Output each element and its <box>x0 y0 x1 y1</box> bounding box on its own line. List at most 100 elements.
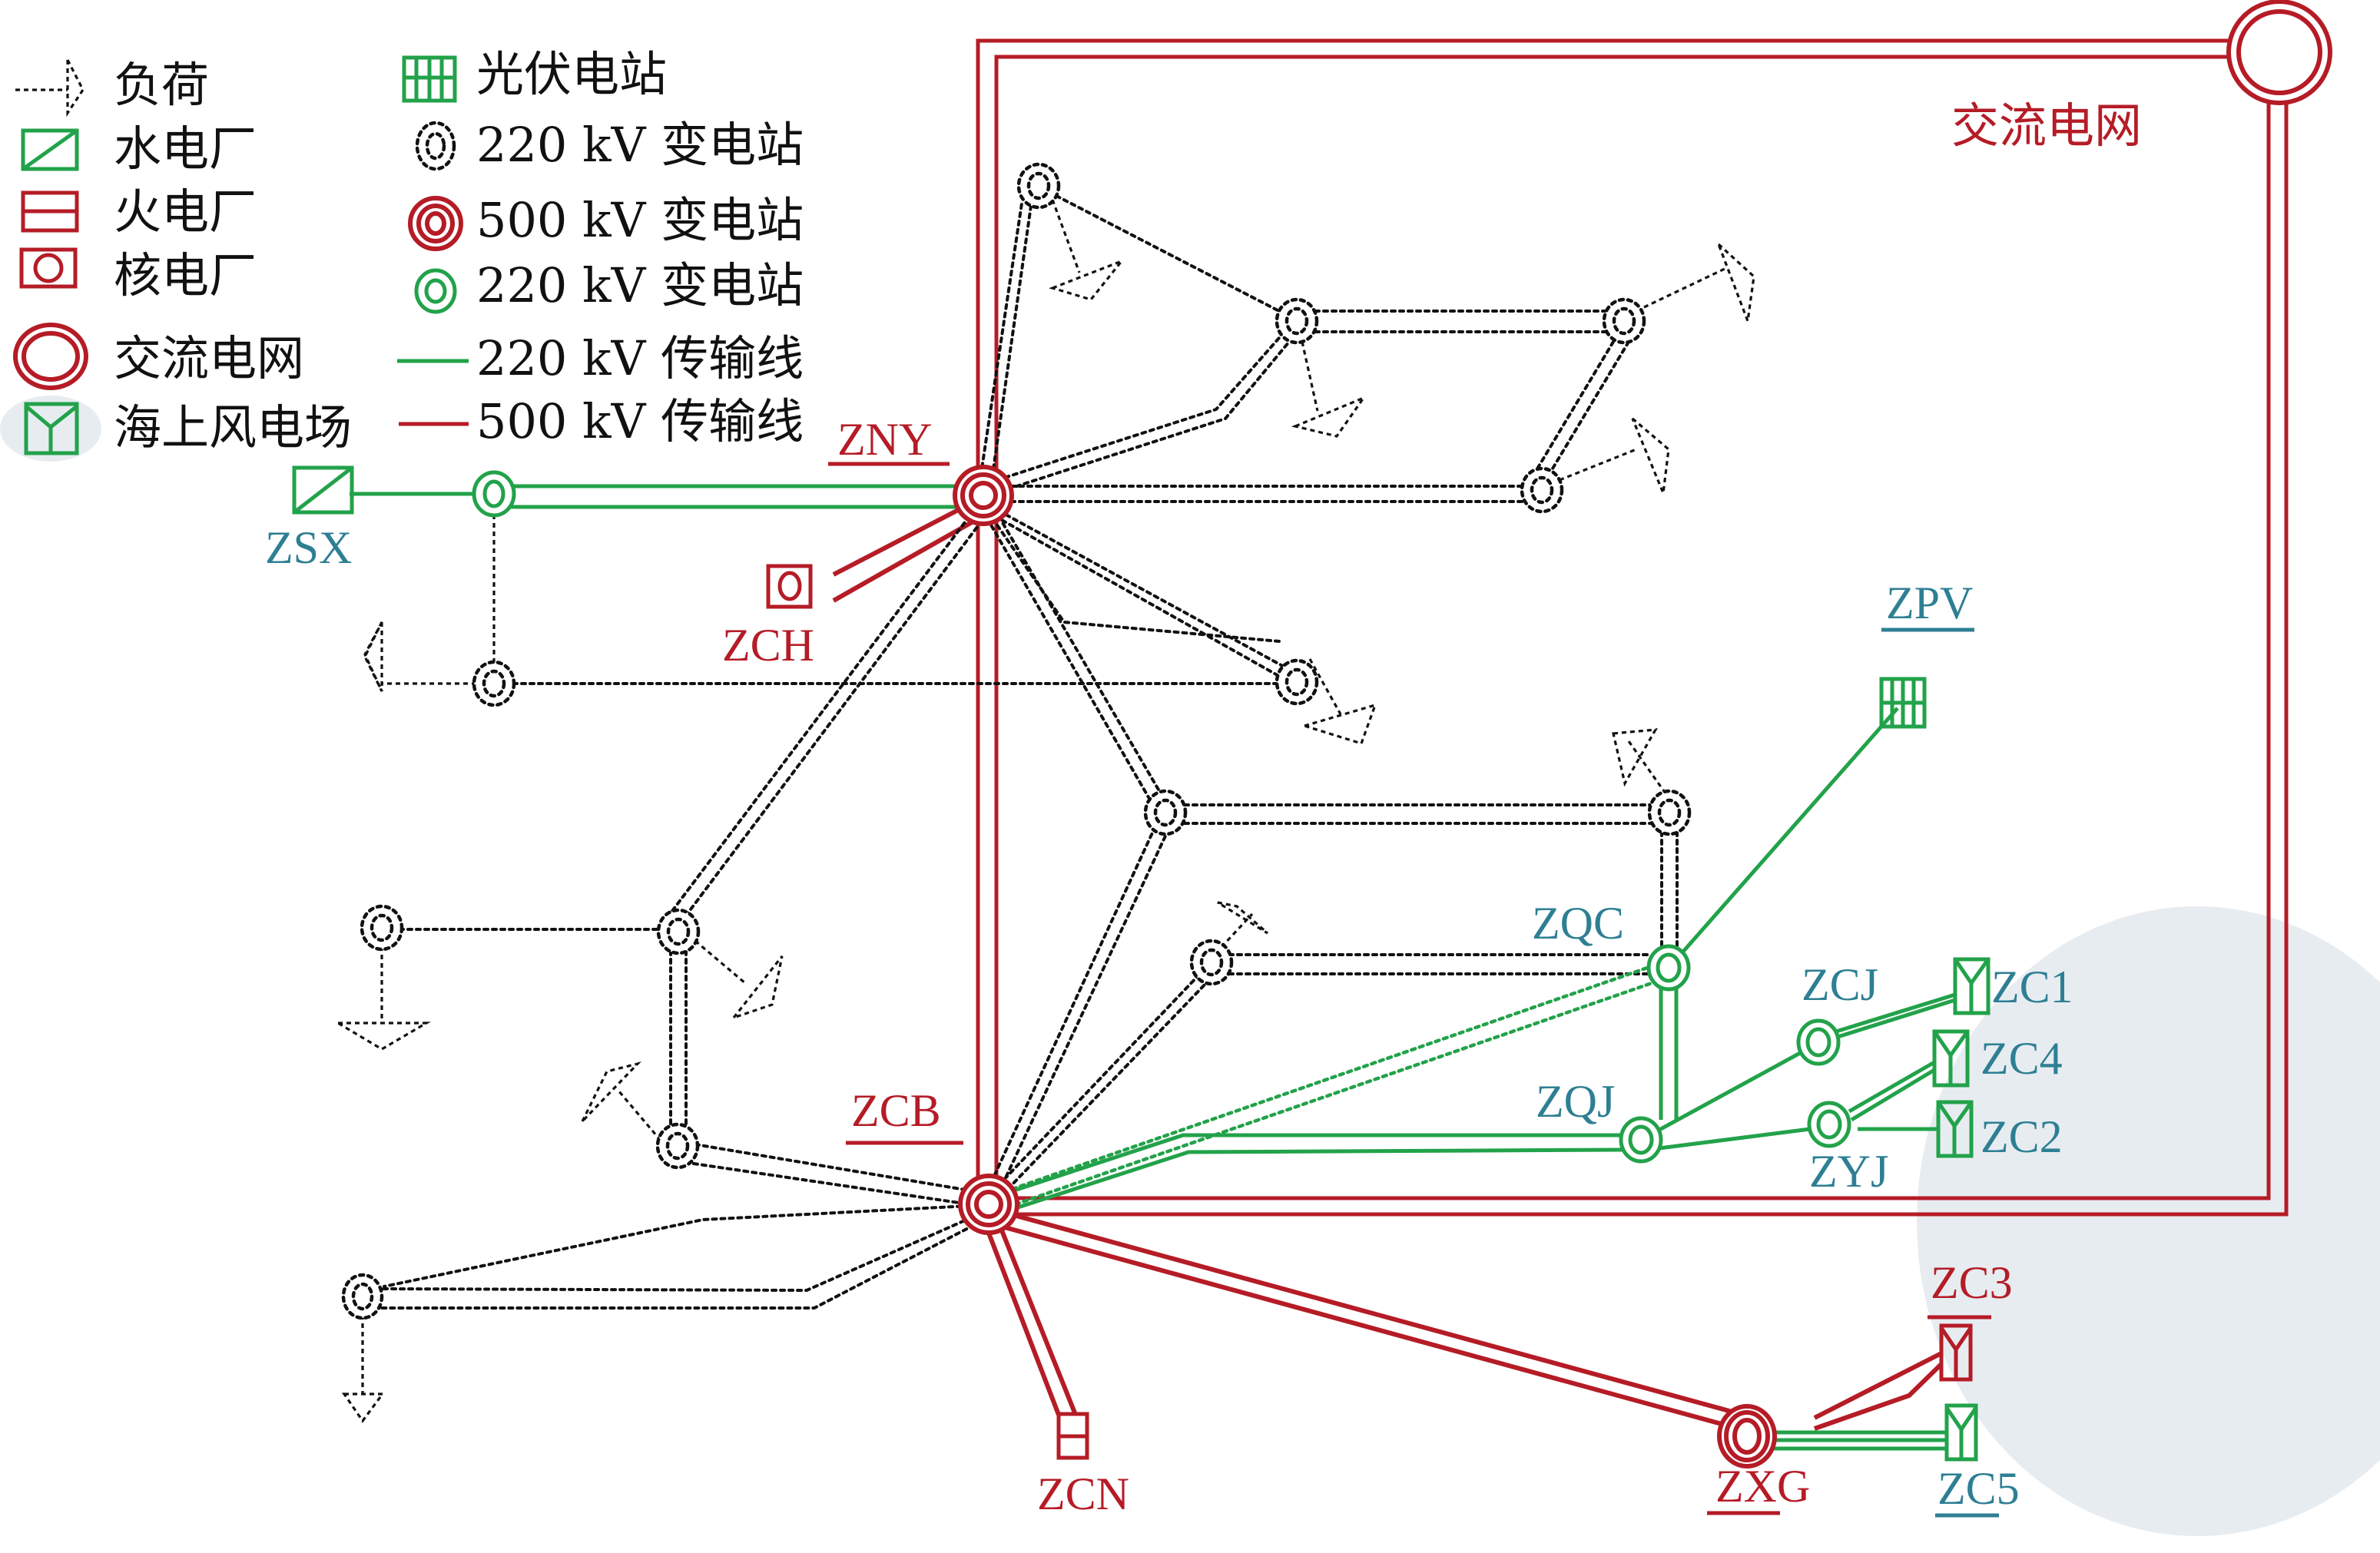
legend: 负荷 水电厂 火电厂 核电厂 <box>0 46 804 462</box>
offshore-wind-area <box>1917 906 2380 1536</box>
legend-label-load: 负荷 <box>114 57 209 113</box>
load-arrow-icon <box>694 939 784 1021</box>
station-label-zc3: ZC3 <box>1931 1257 2013 1308</box>
legend-label-ac-grid: 交流电网 <box>114 330 304 386</box>
station-labels: ZNY ZCB ZXG ZSX ZCH ZCN ZPV ZQC ZQJ ZCJ … <box>265 414 2073 1519</box>
legend-item-hydro: 水电厂 <box>21 121 257 177</box>
links-220kv-green <box>350 484 1956 1451</box>
station-label-zcn: ZCN <box>1037 1469 1129 1519</box>
legend-label-line500: 500 kV 传输线 <box>476 393 804 449</box>
substation-220kv-black-icon <box>1016 162 1061 210</box>
ac-grid-icon <box>13 323 88 390</box>
station-label-zc2: ZC2 <box>1981 1111 2063 1162</box>
legend-label-nuclear: 核电厂 <box>114 247 257 303</box>
station-label-zqc: ZQC <box>1532 898 1624 949</box>
station-label-zyj: ZYJ <box>1809 1146 1888 1197</box>
substation-220kv-black-icon <box>1143 789 1188 836</box>
legend-item-ac-grid: 交流电网 <box>13 323 304 390</box>
substation-220kv-green-icon <box>414 268 457 314</box>
load-arrow-icon <box>1559 417 1670 498</box>
nuclear-plant-icon <box>19 247 78 289</box>
station-label-zxg: ZXG <box>1715 1461 1810 1512</box>
ac-grid-label: 交流电网 <box>1951 98 2142 154</box>
legend-label-sub220-green: 220 kV 变电站 <box>476 257 804 313</box>
substation-500kv-icon <box>953 465 1014 526</box>
legend-item-sub220-black: 220 kV 变电站 <box>415 117 804 173</box>
pv-station-icon <box>402 55 457 103</box>
substation-220kv-black-icon <box>655 1122 700 1170</box>
load-arrow-icon <box>1291 341 1367 438</box>
offshore-wind-farm-icon <box>1953 957 1991 1015</box>
substation-220kv-black-icon <box>656 908 701 955</box>
substation-220kv-green-icon <box>472 470 516 518</box>
station-label-zpv: ZPV <box>1886 578 1973 628</box>
substations-500kv <box>953 465 1777 1469</box>
offshore-wind-farm-icon <box>1932 1029 1970 1088</box>
substation-220kv-black-icon <box>1275 658 1319 706</box>
legend-label-sub500: 500 kV 变电站 <box>476 192 804 248</box>
substation-500kv-icon <box>408 196 463 251</box>
substation-500kv-icon <box>958 1174 1019 1235</box>
offshore-wind-farm-icon <box>1936 1100 1974 1158</box>
load-arrow-icon <box>333 946 431 1051</box>
station-label-zcb: ZCB <box>851 1085 941 1136</box>
substations-220kv-black <box>341 162 1692 1320</box>
legend-item-offshore-wind: 海上风电场 <box>0 396 352 462</box>
load-arrow-icon <box>1300 658 1377 745</box>
station-label-zqj: ZQJ <box>1536 1076 1615 1127</box>
substation-500kv-icon <box>1717 1404 1777 1469</box>
station-label-zch: ZCH <box>722 620 814 671</box>
thermal-plant-icon <box>21 190 79 233</box>
legend-label-pv: 光伏电站 <box>476 46 667 102</box>
station-label-zcj: ZCJ <box>1802 959 1878 1010</box>
substation-220kv-black-icon <box>1275 297 1319 345</box>
legend-item-thermal: 火电厂 <box>21 184 257 240</box>
substation-220kv-green-icon <box>1807 1101 1851 1148</box>
station-label-zc4: ZC4 <box>1981 1033 2063 1084</box>
station-label-zsx: ZSX <box>265 522 352 573</box>
substation-220kv-black-icon <box>415 121 456 171</box>
hydro-plant-icon <box>292 465 354 515</box>
hydro-plant-icon <box>21 128 79 171</box>
load-arrow-icon <box>1217 901 1269 949</box>
substation-220kv-black-icon <box>1647 789 1692 836</box>
substation-220kv-black-icon <box>472 660 516 707</box>
thermal-plant-icon <box>1056 1412 1089 1460</box>
legend-item-line220: 220 kV 传输线 <box>397 330 804 386</box>
load-arrow-icon <box>341 1315 386 1423</box>
substation-220kv-black-icon <box>360 904 404 952</box>
substation-220kv-green-icon <box>1646 944 1691 992</box>
offshore-wind-farm-icon <box>0 396 101 462</box>
load-arrow-icon <box>581 1061 662 1142</box>
substations-220kv-green <box>472 470 1851 1164</box>
legend-item-sub500: 500 kV 变电站 <box>408 192 804 251</box>
offshore-wind-farm-icon <box>1939 1323 1973 1382</box>
legend-label-offshore-wind: 海上风电场 <box>114 399 352 455</box>
station-label-zny: ZNY <box>837 414 932 465</box>
station-label-zc1: ZC1 <box>1991 962 2073 1012</box>
load-arrow-icon <box>363 621 476 692</box>
substation-220kv-black-icon <box>1520 466 1564 514</box>
legend-label-sub220-black: 220 kV 变电站 <box>476 117 804 173</box>
pv-station-icon <box>1879 677 1927 729</box>
nuclear-plant-icon <box>766 564 813 609</box>
load-arrow-icon <box>1049 199 1125 301</box>
load-arrow-icon <box>15 59 85 118</box>
legend-item-nuclear: 核电厂 <box>19 247 257 303</box>
links-500kv <box>832 505 1944 1432</box>
legend-label-thermal: 火电厂 <box>114 184 257 240</box>
substation-220kv-green-icon <box>1619 1116 1663 1164</box>
legend-item-line500: 500 kV 传输线 <box>399 393 804 449</box>
offshore-wind-farm-icon <box>1944 1403 1978 1462</box>
legend-item-pv: 光伏电站 <box>402 46 667 103</box>
substation-220kv-black-icon <box>1602 297 1646 345</box>
substation-220kv-black-icon <box>341 1273 384 1320</box>
substation-220kv-green-icon <box>1796 1018 1841 1066</box>
legend-label-line220: 220 kV 传输线 <box>476 330 804 386</box>
legend-item-load: 负荷 <box>15 57 209 118</box>
substation-220kv-black-icon <box>1189 939 1234 986</box>
links-220kv-black <box>379 194 1679 1310</box>
station-label-zc5: ZC5 <box>1937 1463 2020 1514</box>
load-arrow-icon <box>1612 728 1667 794</box>
